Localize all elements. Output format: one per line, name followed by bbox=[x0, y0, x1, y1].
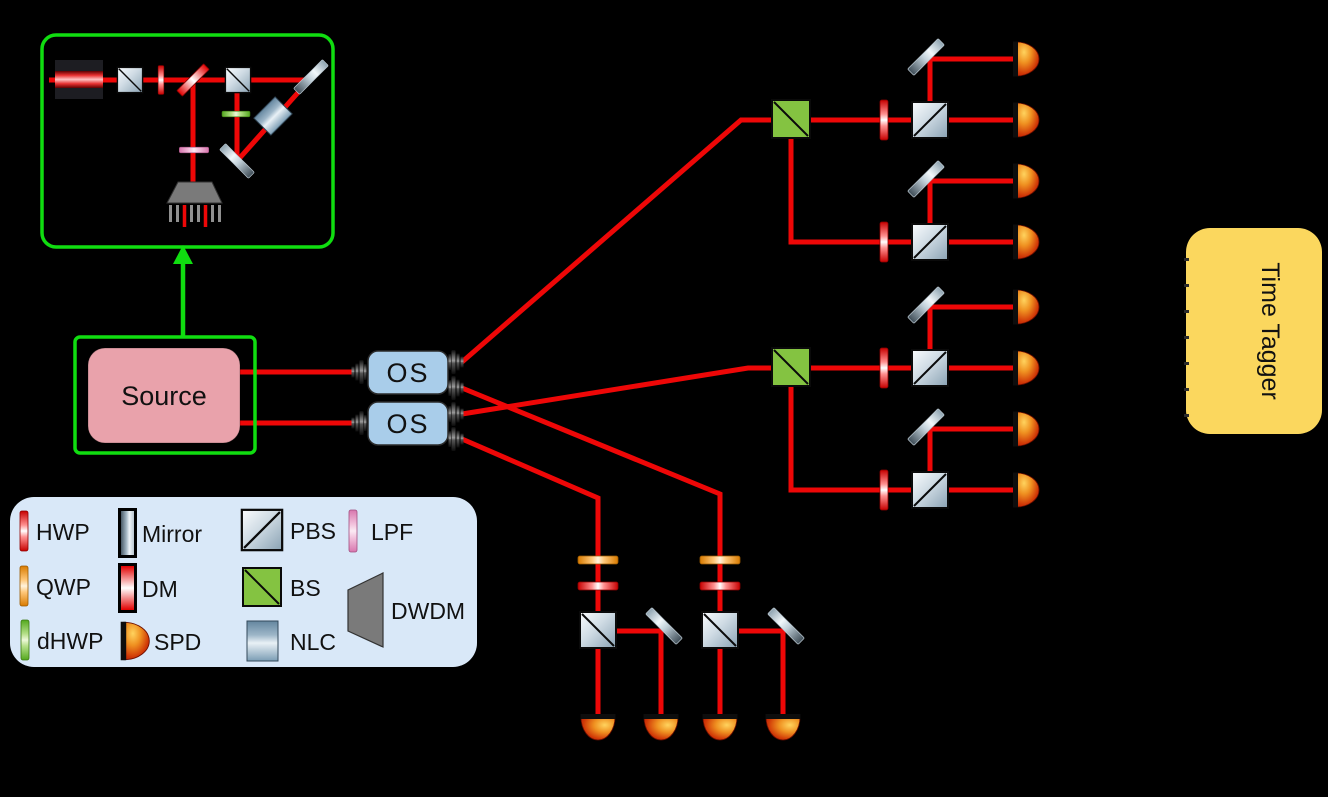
beam-arm4 bbox=[788, 385, 1016, 493]
lpf-icon bbox=[179, 146, 209, 154]
lpf-icon bbox=[348, 509, 358, 553]
hwp-icon bbox=[577, 581, 619, 591]
hwp-icon bbox=[19, 510, 29, 552]
bottom-setup-right bbox=[699, 555, 805, 741]
spd-detector-icon bbox=[580, 713, 616, 741]
spd-detector-icon bbox=[765, 713, 801, 741]
inset-border bbox=[40, 33, 335, 249]
dwdm-icon bbox=[166, 181, 223, 227]
analysis-module-1 bbox=[771, 38, 1040, 263]
time-tagger-input-dashes bbox=[1184, 258, 1189, 417]
laser bbox=[55, 60, 103, 99]
mirror-icon bbox=[645, 607, 683, 645]
spd-detector-icon bbox=[1012, 163, 1040, 199]
legend-label-bs: BS bbox=[290, 575, 321, 601]
mirror-icon bbox=[293, 59, 329, 95]
pbs-cube-icon bbox=[911, 101, 949, 139]
beam-arm2 bbox=[788, 137, 1016, 245]
spd-detector-icon bbox=[1012, 224, 1040, 260]
hwp-icon bbox=[879, 347, 889, 389]
legend-label-mirror: Mirror bbox=[142, 521, 202, 547]
dwdm-active-channels bbox=[182, 205, 208, 227]
legend-label-hwp: HWP bbox=[36, 519, 90, 545]
beam-os1-to-bottom-right bbox=[461, 385, 723, 717]
legend-label-nlc: NLC bbox=[290, 629, 336, 655]
legend-label-dm: DM bbox=[142, 576, 178, 602]
dhwp-icon bbox=[221, 110, 251, 118]
beam-bottomB-reflect bbox=[738, 628, 786, 716]
qwp-icon bbox=[699, 555, 741, 565]
source-inset-arrow bbox=[173, 245, 193, 337]
time-tagger-label: Time Tagger bbox=[1256, 262, 1284, 400]
hwp-icon bbox=[157, 65, 165, 95]
legend-label-pbs: PBS bbox=[290, 518, 336, 544]
optical-switch-1: OS bbox=[367, 350, 449, 395]
beam-os1-to-bs1 bbox=[460, 117, 774, 364]
fiber-connector-icon bbox=[448, 376, 464, 400]
dhwp-icon bbox=[20, 619, 30, 661]
legend-label-dhwp: dHWP bbox=[37, 628, 103, 654]
pbs-cube-icon bbox=[911, 471, 949, 509]
optical-switch-2: OS bbox=[367, 401, 449, 446]
fiber-connector-icon bbox=[351, 411, 367, 435]
source-label: Source bbox=[121, 381, 207, 411]
fiber-connector-icon bbox=[448, 427, 464, 451]
hwp-icon bbox=[879, 221, 889, 263]
mirror-icon bbox=[118, 508, 137, 558]
source-inset bbox=[40, 33, 335, 249]
bottom-setup-left bbox=[577, 555, 683, 741]
fiber-connector-icon bbox=[351, 360, 367, 384]
bs-cube-icon bbox=[242, 567, 282, 607]
legend-label-lpf: LPF bbox=[371, 519, 413, 545]
time-tagger-box: Time Tagger bbox=[1184, 228, 1322, 434]
source-box: Source bbox=[73, 335, 257, 455]
bs-cube-icon bbox=[771, 99, 811, 139]
pbs-cube-icon bbox=[116, 66, 144, 94]
analysis-module-2 bbox=[771, 286, 1040, 511]
pbs-cube-icon bbox=[701, 611, 739, 649]
legend-label-spd: SPD bbox=[154, 629, 201, 655]
beam-os2-to-bs2 bbox=[461, 365, 774, 417]
pbs-cube-icon bbox=[579, 611, 617, 649]
mirror-icon bbox=[767, 607, 805, 645]
spd-detector-icon bbox=[1012, 472, 1040, 508]
spd-detector-icon bbox=[1012, 411, 1040, 447]
fiber-connector-icon bbox=[448, 402, 464, 426]
spd-detector-icon bbox=[702, 713, 738, 741]
spd-detector-icon bbox=[1012, 289, 1040, 325]
spd-detector-icon bbox=[1012, 350, 1040, 386]
hwp-icon bbox=[879, 469, 889, 511]
fiber-connector-icon bbox=[448, 350, 464, 374]
pbs-cube-icon bbox=[240, 508, 284, 552]
nlc-icon bbox=[246, 620, 279, 662]
legend: HWP QWP dHWP Mirror DM SPD PBS BS NLC LP… bbox=[10, 497, 477, 667]
os1-label: OS bbox=[386, 358, 429, 388]
spd-detector-icon bbox=[643, 713, 679, 741]
pbs-cube-icon bbox=[911, 349, 949, 387]
legend-label-qwp: QWP bbox=[36, 574, 91, 600]
pbs-cube-icon bbox=[911, 223, 949, 261]
legend-label-dwdm: DWDM bbox=[391, 598, 465, 624]
os2-label: OS bbox=[386, 409, 429, 439]
beam-bottomA-reflect bbox=[616, 628, 664, 716]
dwdm-icon bbox=[347, 572, 384, 648]
hwp-icon bbox=[879, 99, 889, 141]
spd-detector-icon bbox=[1012, 102, 1040, 138]
beam-os2-to-bottom-left bbox=[461, 436, 601, 717]
qwp-icon bbox=[19, 565, 29, 607]
dm-icon bbox=[118, 563, 137, 613]
hwp-icon bbox=[699, 581, 741, 591]
spd-detector-icon bbox=[1012, 41, 1040, 77]
bs-cube-icon bbox=[771, 347, 811, 387]
pbs-cube-icon bbox=[224, 66, 252, 94]
qwp-icon bbox=[577, 555, 619, 565]
